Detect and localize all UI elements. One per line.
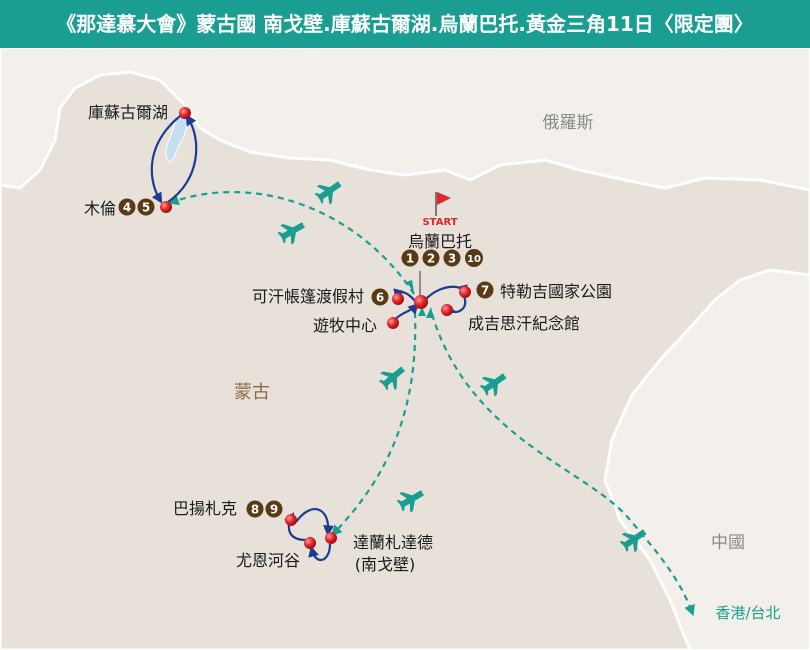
place-label-bayanzag: 巴揚札克 (173, 499, 237, 518)
day-badges-khan-camp: 6 (371, 288, 389, 306)
day-badge: 8 (251, 503, 259, 517)
marker-yolyn (304, 537, 316, 549)
place-label-khuvsgul: 庫蘇古爾湖 (88, 103, 168, 122)
marker-khan-camp (392, 293, 404, 305)
day-badge: 9 (270, 503, 278, 517)
mongolia-label: 蒙古 (234, 382, 270, 403)
place-label-hk-tpe: 香港/台北 (715, 604, 780, 622)
day-badge: 4 (123, 201, 131, 215)
day-badge: 3 (448, 252, 456, 266)
day-badges-ulaanbaatar: 1 2 3 10 (401, 249, 483, 267)
arrow-to-ub-1 (406, 280, 414, 292)
khuvsgul-lake (165, 107, 188, 163)
day-badges-terelj: 7 (476, 281, 494, 299)
day-badge: 1 (406, 252, 414, 266)
drive-route-moron-lake (167, 114, 198, 203)
china-label: 中國 (711, 533, 745, 553)
marker-nomad (387, 317, 399, 329)
flight-route-ub-gobi (330, 311, 417, 537)
page-title: 《那達慕大會》蒙古國 南戈壁.庫蘇古爾湖.烏蘭巴托.黃金三角11日〈限定團〉 (56, 12, 754, 36)
day-badge: 5 (142, 201, 150, 215)
marker-bayanzag (285, 514, 297, 526)
drive-route-lake-moron (150, 115, 181, 204)
start-label: START (422, 217, 457, 228)
place-label-nomad: 遊牧中心 (313, 316, 377, 335)
route-map: 俄羅斯 蒙古 中國 START 庫蘇古爾湖 木倫 烏蘭巴托 可汗帳篷渡假村 遊牧… (0, 48, 810, 650)
day-badge: 6 (376, 291, 384, 305)
marker-moron (160, 201, 172, 213)
place-label-khan-camp: 可汗帳篷渡假村 (252, 287, 364, 306)
start-flag-icon (437, 192, 451, 205)
marker-dalanzadgad (325, 532, 337, 544)
russia-label: 俄羅斯 (543, 113, 594, 133)
flight-route-ub-home (430, 313, 695, 617)
drive-route-bayanzag-dalan (295, 508, 335, 537)
mongolia-region (0, 70, 810, 650)
arrow-to-ub-3 (426, 307, 434, 318)
day-badge: 10 (467, 254, 481, 265)
flight-route-ub-moron (167, 190, 415, 295)
marker-terelj (459, 286, 471, 298)
arrow-to-ub-2 (418, 307, 426, 316)
place-label-dalanzadgad: 達蘭札達德 (353, 533, 433, 552)
place-label-gobi: (南戈壁) (355, 555, 416, 574)
marker-chinggis (441, 304, 453, 316)
place-label-chinggis: 成吉思汗紀念館 (468, 314, 580, 333)
day-badge: 2 (427, 252, 435, 266)
day-badge: 7 (481, 284, 489, 298)
day-badges-moron: 4 5 (118, 198, 155, 216)
title-banner (0, 0, 810, 48)
place-label-yolyn: 尤恩河谷 (236, 551, 300, 570)
place-label-ulaanbaatar: 烏蘭巴托 (408, 232, 472, 251)
drive-route-dalan-yolyn (308, 543, 332, 561)
place-label-moron: 木倫 (84, 199, 116, 218)
marker-ulaanbaatar (414, 295, 428, 309)
place-label-terelj: 特勒吉國家公園 (500, 282, 612, 301)
marker-khuvsgul (179, 107, 191, 119)
day-badges-bayanzag: 8 9 (246, 500, 283, 518)
